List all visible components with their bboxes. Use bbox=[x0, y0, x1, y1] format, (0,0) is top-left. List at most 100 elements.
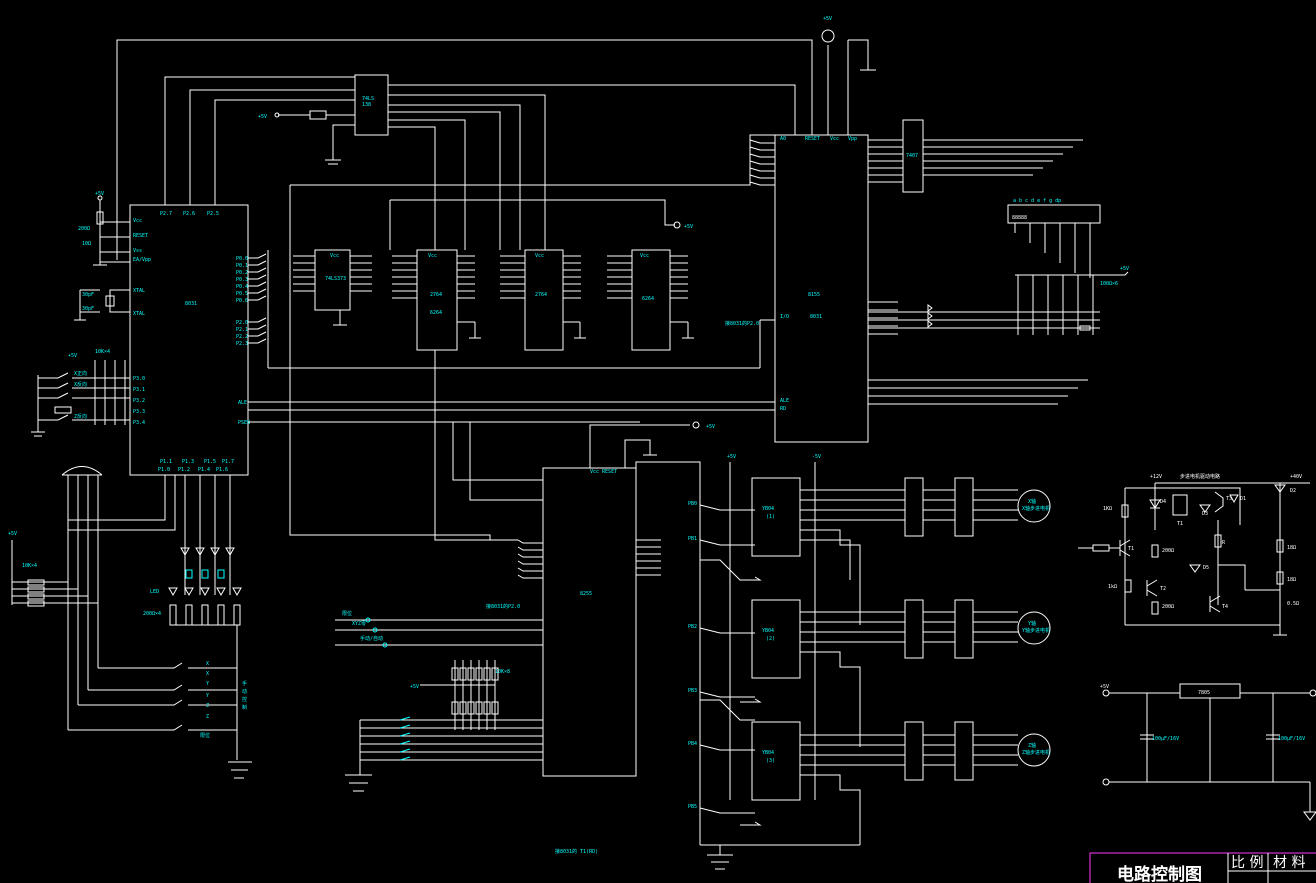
svg-text:Y轴: Y轴 bbox=[1028, 620, 1036, 627]
latch-373-chip: Vcc 74LS373 bbox=[293, 249, 372, 326]
ram-chip: Vcc 6264 +5V bbox=[389, 199, 694, 351]
svg-text:200Ω: 200Ω bbox=[1162, 548, 1174, 554]
svg-text:X反向: X反向 bbox=[74, 381, 87, 388]
title-text: 电路控制图 bbox=[1117, 864, 1202, 883]
svg-text:P1.6: P1.6 bbox=[216, 467, 228, 473]
svg-text:PB3: PB3 bbox=[688, 688, 697, 694]
svg-text:P3.3: P3.3 bbox=[133, 409, 145, 415]
svg-text:P1.3: P1.3 bbox=[182, 459, 194, 465]
latch-top-chip: 74LS 138 +5V bbox=[258, 74, 389, 165]
svg-text:T1: T1 bbox=[1128, 546, 1134, 552]
eprom-chip-1: Vcc 2764 6264 bbox=[392, 249, 481, 351]
supply-hv-label: +40V bbox=[1290, 474, 1302, 480]
svg-text:RESET: RESET bbox=[805, 136, 820, 142]
vcc-top-terminal: +5V bbox=[821, 16, 835, 43]
bank-vcc-label: +5V bbox=[8, 531, 17, 537]
svg-text:接8031的 T1(RD): 接8031的 T1(RD) bbox=[555, 848, 598, 855]
svg-text:P2.7: P2.7 bbox=[160, 211, 172, 217]
svg-text:Vcc: Vcc bbox=[330, 253, 339, 259]
led-res-label: 200Ω×4 bbox=[143, 611, 161, 617]
latch-vcc-label: +5V bbox=[258, 114, 267, 120]
svg-text:P3.0: P3.0 bbox=[133, 376, 145, 382]
svg-text:P2.3: P2.3 bbox=[236, 341, 248, 347]
svg-text:制: 制 bbox=[242, 704, 247, 711]
svg-text:YB04: YB04 bbox=[762, 750, 774, 756]
ppi-8155-label: 8155 bbox=[808, 292, 820, 298]
seg-vcc-label: +5V bbox=[1120, 266, 1129, 272]
seg-res-label: 100Ω×6 bbox=[1100, 281, 1118, 287]
svg-text:YB04: YB04 bbox=[762, 628, 774, 634]
svg-text:88888: 88888 bbox=[1012, 215, 1027, 221]
sensor-inputs: 限位 XYZ零 手动/自动 10K×8 +5V bbox=[335, 610, 543, 792]
svg-text:+12V: +12V bbox=[1150, 474, 1162, 480]
svg-text:30pF: 30pF bbox=[82, 292, 94, 298]
mcu-reset-label: RESET bbox=[133, 233, 148, 239]
svg-text:P1.7: P1.7 bbox=[222, 459, 234, 465]
svg-text:X正向: X正向 bbox=[74, 370, 87, 377]
mcu-xtal1-label: XTAL bbox=[133, 288, 145, 294]
switch-x2-label: X bbox=[206, 671, 209, 677]
svg-text:P2.5: P2.5 bbox=[207, 211, 219, 217]
mcu-chip: 8031 P2.7 P2.6 P2.5 Vcc RESET Vss EA/Vpp… bbox=[129, 204, 250, 476]
svg-text:手: 手 bbox=[242, 680, 247, 687]
mcu-bus-fan bbox=[248, 250, 775, 423]
svg-text:PSEN: PSEN bbox=[238, 420, 250, 426]
sensor-vcc-label: +5V bbox=[410, 684, 419, 690]
svg-text:-5V: -5V bbox=[812, 454, 821, 460]
svg-text:RD: RD bbox=[780, 406, 786, 412]
switch-y2-label: Y bbox=[206, 693, 209, 699]
svg-text:P1.4: P1.4 bbox=[198, 467, 210, 473]
svg-text:限位: 限位 bbox=[342, 610, 352, 617]
svg-text:PB5: PB5 bbox=[688, 804, 697, 810]
driver-detail-title: 步进电机驱动电路 bbox=[1180, 473, 1220, 480]
svg-text:200Ω: 200Ω bbox=[78, 226, 90, 232]
svg-text:P0.5: P0.5 bbox=[236, 291, 248, 297]
ram-vcc-label: +5V bbox=[684, 224, 693, 230]
psu-cap1-label: 100μF/16V bbox=[1152, 736, 1179, 742]
svg-text:P0.2: P0.2 bbox=[236, 270, 248, 276]
svg-text:D2: D2 bbox=[1290, 488, 1296, 494]
motor-x: X轴 X轴步进电机 bbox=[904, 477, 1051, 537]
title-block: 电路控制图 比 例 材 料 bbox=[1089, 852, 1316, 883]
svg-text:PB2: PB2 bbox=[688, 624, 697, 630]
svg-text:D1: D1 bbox=[1240, 496, 1246, 502]
svg-text:Vcc: Vcc bbox=[830, 136, 839, 142]
switch-x-label: X bbox=[206, 661, 209, 667]
eprom-1-label: 2764 bbox=[430, 292, 442, 298]
svg-text:10K×4: 10K×4 bbox=[22, 563, 37, 569]
svg-text:D4: D4 bbox=[1160, 499, 1166, 505]
driver-vcc-label: +5V bbox=[727, 454, 736, 460]
svg-text:10Ω: 10Ω bbox=[82, 241, 91, 247]
svg-text:7407: 7407 bbox=[906, 153, 918, 159]
led-label: LED bbox=[150, 589, 159, 595]
svg-text:200Ω: 200Ω bbox=[1162, 604, 1174, 610]
svg-text:74LS: 74LS bbox=[362, 96, 374, 102]
ram-label: 6264 bbox=[642, 296, 654, 302]
switch-y-label: Y bbox=[206, 681, 209, 687]
svg-text:Vcc: Vcc bbox=[428, 253, 437, 259]
svg-text:1KΩ: 1KΩ bbox=[1103, 506, 1112, 512]
svg-text:P2.1: P2.1 bbox=[236, 327, 248, 333]
svg-text:10K×8: 10K×8 bbox=[495, 669, 510, 675]
svg-text:P0.0: P0.0 bbox=[236, 256, 248, 262]
left-resistor-bank: +5V 10K×4 bbox=[8, 531, 98, 607]
keyboard-switches: 10K×4 +5V X正向 X反向 Z反向 bbox=[31, 349, 130, 437]
driver-column: +5V -5V PB0 PB1 PB2 PB3 PB4 PB5 YB04 (1)… bbox=[688, 454, 905, 870]
limit-label: 限位 bbox=[200, 732, 210, 739]
svg-text:Vpp: Vpp bbox=[848, 136, 857, 142]
switch-z2-label: Z bbox=[206, 714, 209, 720]
eprom-chip-2: Vcc 2764 bbox=[500, 249, 586, 351]
psu-cap2-label: 100μF/16V bbox=[1278, 736, 1305, 742]
svg-text:P3.2: P3.2 bbox=[133, 398, 145, 404]
mcu-label: 8031 bbox=[185, 301, 197, 307]
svg-text:Vss: Vss bbox=[133, 248, 142, 254]
svg-text:A0: A0 bbox=[780, 136, 786, 142]
svg-text:138: 138 bbox=[362, 102, 371, 108]
p1-port-circuit: LED 200Ω×4 X X Y Y Z Z 限位 手 动 控 制 bbox=[61, 466, 252, 779]
svg-text:P3.4: P3.4 bbox=[133, 420, 145, 426]
svg-text:(1): (1) bbox=[766, 514, 775, 520]
svg-text:0.5Ω: 0.5Ω bbox=[1287, 601, 1299, 607]
title-scale-label: 比 例 bbox=[1231, 855, 1263, 871]
title-material-label: 材 料 bbox=[1273, 855, 1305, 871]
